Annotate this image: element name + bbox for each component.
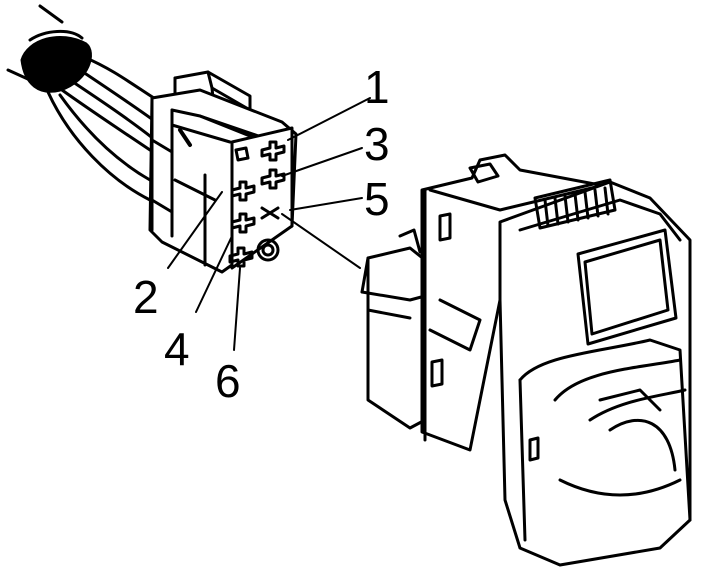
pin-label-3: 3 bbox=[364, 118, 390, 170]
pin-label-6: 6 bbox=[215, 355, 241, 407]
pin-label-2: 2 bbox=[133, 271, 159, 323]
switch-body bbox=[360, 153, 692, 567]
harness-connector bbox=[148, 70, 298, 274]
leader-lines bbox=[167, 97, 371, 351]
wire-harness bbox=[6, 4, 167, 202]
pin-label-1: 1 bbox=[364, 61, 390, 113]
pin-label-5: 5 bbox=[364, 173, 390, 225]
pin-label-4: 4 bbox=[164, 323, 190, 375]
